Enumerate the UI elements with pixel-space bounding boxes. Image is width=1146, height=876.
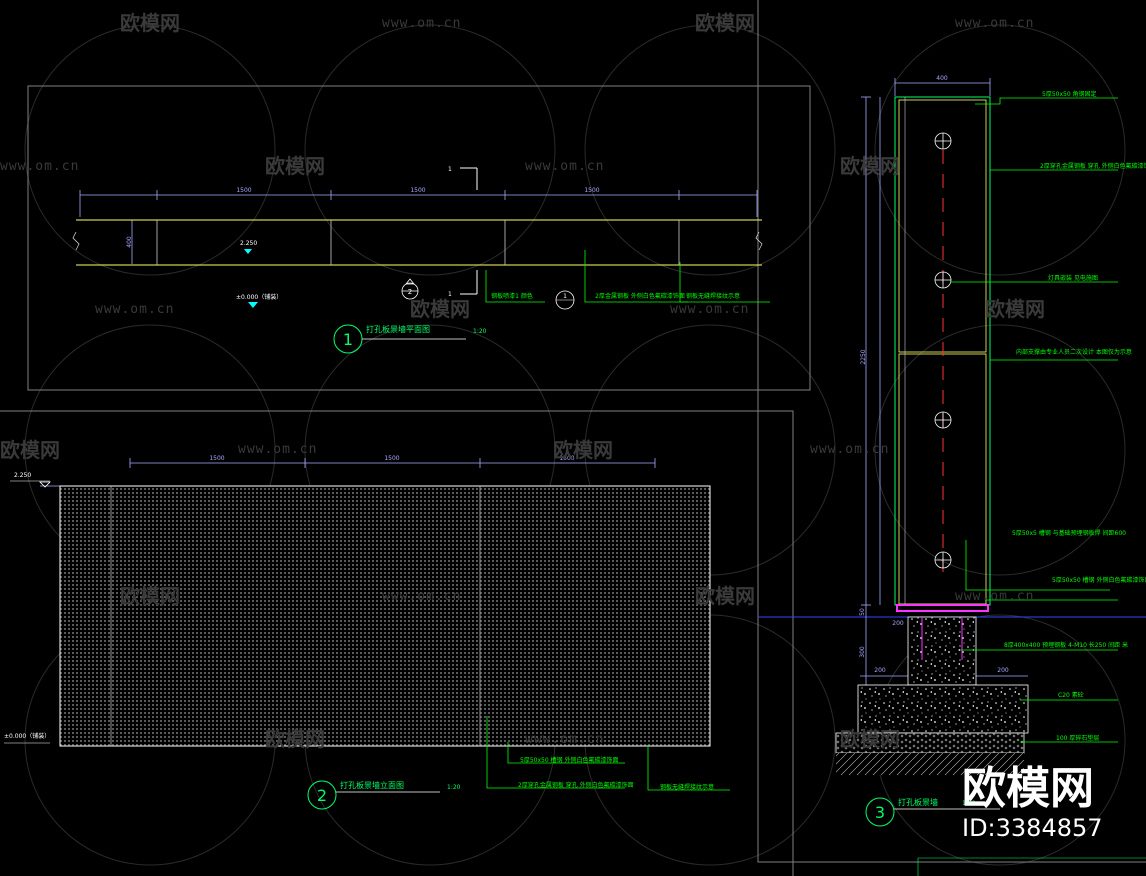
elevation-view: 1500 1500 1500 2250 2.250 ±0.000（铺装） 5厚5… bbox=[4, 455, 730, 810]
plan-section-ref: 2 bbox=[401, 278, 419, 300]
svg-text:欧模网: 欧模网 bbox=[410, 297, 470, 321]
elev-top-mark: 2.250 bbox=[14, 472, 31, 479]
plan-dim-2: 1500 bbox=[410, 187, 425, 194]
plan-section-mark-top: 1 bbox=[448, 166, 452, 173]
svg-text:www.om.cn: www.om.cn bbox=[670, 302, 749, 317]
section-note-4: 内部支撑由专业人员二次设计 本图仅为示意 bbox=[1016, 348, 1132, 356]
svg-text:www.om.cn: www.om.cn bbox=[525, 159, 604, 174]
svg-text:欧模网: 欧模网 bbox=[985, 297, 1045, 321]
plan-view: 1500 1500 1500 400 2.250 ±0.000（铺装） bbox=[72, 166, 770, 354]
svg-text:欧模网: 欧模网 bbox=[553, 438, 613, 462]
frame-plan bbox=[27, 85, 811, 391]
svg-text:欧模网: 欧模网 bbox=[695, 11, 755, 35]
svg-text:欧模网: 欧模网 bbox=[265, 154, 325, 178]
section-base-dim-7: 200 bbox=[892, 620, 904, 627]
section-note-5: 5厚50x5 槽钢 与基础预埋钢板焊 间距600 bbox=[1012, 529, 1126, 537]
svg-text:www.om.cn: www.om.cn bbox=[382, 16, 461, 31]
svg-text:欧模网: 欧模网 bbox=[120, 584, 180, 608]
plan-scale: 1:20 bbox=[473, 328, 487, 335]
plan-number: 1 bbox=[343, 330, 353, 349]
footing-base bbox=[857, 684, 1029, 734]
svg-text:www.om.cn: www.om.cn bbox=[382, 589, 461, 604]
svg-text:欧模网: 欧模网 bbox=[840, 154, 900, 178]
section-height-dim: 2250 bbox=[860, 349, 867, 364]
brand-badge: 欧模网 ID:3384857 bbox=[962, 763, 1103, 842]
svg-text:www.om.cn: www.om.cn bbox=[238, 442, 317, 457]
svg-text:www.om.cn: www.om.cn bbox=[525, 732, 604, 747]
plan-dim-3: 1500 bbox=[584, 187, 599, 194]
plan-note-2: 2厚金属钢板 外侧白色氟碳漆饰面 bbox=[595, 292, 685, 300]
svg-text:欧模网: 欧模网 bbox=[120, 11, 180, 35]
svg-text:www.om.cn: www.om.cn bbox=[955, 589, 1034, 604]
brand-id: ID:3384857 bbox=[962, 814, 1103, 842]
section-top-dim: 400 bbox=[936, 75, 948, 82]
svg-text:2: 2 bbox=[408, 288, 412, 296]
svg-text:www.om.cn: www.om.cn bbox=[95, 302, 174, 317]
svg-text:欧模网: 欧模网 bbox=[265, 727, 325, 751]
elev-note-3: 钢板无缝焊接纹示意 bbox=[660, 783, 714, 791]
plan-section-mark-bottom: 1 bbox=[448, 291, 452, 298]
plan-note-3: 钢板无缝焊接纹示意 bbox=[686, 292, 740, 300]
svg-text:www.om.cn: www.om.cn bbox=[810, 442, 889, 457]
section-note-1: 5厚50x50 角钢固定 bbox=[1042, 90, 1097, 98]
elev-note-1: 5厚50x50 槽钢 外侧白色氟碳漆饰面 bbox=[520, 756, 618, 764]
elevation-title: 打孔板景墙立面图 bbox=[340, 780, 404, 790]
section-note-2: 2厚穿孔金属钢板 穿孔 外侧白色氟碳漆饰面 bbox=[1040, 162, 1146, 170]
plan-depth-dim: 400 bbox=[126, 236, 133, 248]
perforated-panel bbox=[59, 485, 711, 747]
footing-column bbox=[907, 616, 977, 686]
section-note-9: 100 厚碎石垫层 bbox=[1056, 734, 1099, 742]
elevation-scale: 1:20 bbox=[447, 784, 461, 791]
svg-text:1: 1 bbox=[563, 293, 567, 300]
section-view: 400 2250 50 300 200 200 200 200 200 bbox=[835, 75, 1146, 876]
section-title-block: 3 打孔板景墙 1:20 bbox=[865, 797, 1000, 827]
elev-dim-3: 1500 bbox=[559, 455, 574, 462]
frame-elevation bbox=[0, 410, 794, 876]
elev-dim-2: 1500 bbox=[384, 455, 399, 462]
plan-title: 打孔板景墙平面图 bbox=[366, 324, 430, 334]
plan-elev-top: 2.250 bbox=[240, 240, 257, 247]
svg-text:www.om.cn: www.om.cn bbox=[955, 16, 1034, 31]
elev-ground-mark: ±0.000（铺装） bbox=[4, 732, 50, 740]
section-note-6: 5厚50x50 槽钢 外侧白色氟碳漆饰面 bbox=[1052, 576, 1146, 584]
svg-text:欧模网: 欧模网 bbox=[695, 584, 755, 608]
section-number: 3 bbox=[875, 803, 885, 822]
elev-note-2: 2厚穿孔金属钢板 穿孔 外侧白色氟碳漆饰面 bbox=[518, 781, 634, 789]
section-scale: 1:20 bbox=[962, 800, 976, 807]
svg-text:欧模网: 欧模网 bbox=[840, 727, 900, 751]
section-base-dim-4: 200 bbox=[874, 667, 886, 674]
svg-text:www.om.cn: www.om.cn bbox=[0, 159, 79, 174]
soil-layer bbox=[836, 753, 1024, 775]
plan-dim-1: 1500 bbox=[236, 187, 251, 194]
section-base-dim-2: 300 bbox=[859, 646, 866, 658]
plan-title-block: 1 打孔板景墙平面图 1:20 bbox=[333, 324, 487, 354]
svg-text:欧模网: 欧模网 bbox=[0, 438, 60, 462]
section-base-dim-6: 200 bbox=[997, 667, 1009, 674]
plan-elev-ground: ±0.000（铺装） bbox=[236, 293, 282, 301]
section-base-dim-1: 50 bbox=[859, 608, 866, 616]
elev-dim-1: 1500 bbox=[209, 455, 224, 462]
brand-name: 欧模网 bbox=[962, 763, 1094, 814]
section-title: 打孔板景墙 bbox=[898, 797, 938, 807]
section-note-7: 8厚400x400 预埋钢板 4-M10 长250 间距 米 bbox=[1004, 641, 1128, 649]
section-note-3: 灯具嵌装 见电施图 bbox=[1048, 274, 1098, 282]
elevation-title-block: 2 打孔板景墙立面图 1:20 bbox=[307, 780, 461, 810]
elevation-number: 2 bbox=[317, 786, 327, 805]
plan-note-1: 钢板喷漆1 颜色 bbox=[491, 292, 533, 300]
section-note-8: C20 素砼 bbox=[1058, 691, 1084, 699]
plan-detail-ref: 1 bbox=[555, 290, 575, 310]
watermark-text: www.om.cn www.om.cn 欧模网 欧模网 www.om.cn ww… bbox=[0, 11, 1045, 751]
